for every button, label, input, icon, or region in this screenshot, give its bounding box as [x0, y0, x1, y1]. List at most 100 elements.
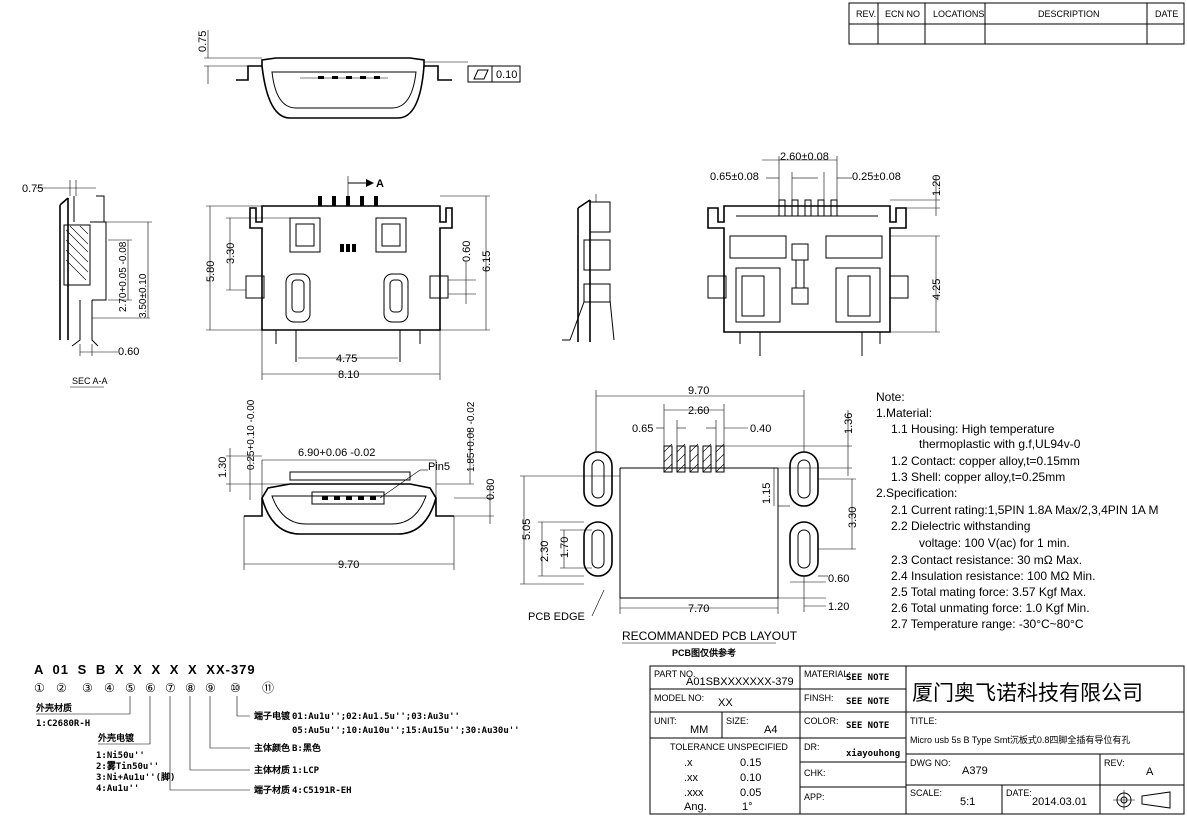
sec-dim-bottom: 0.60 [118, 346, 139, 358]
dim-1-30: 1.30 [217, 457, 229, 478]
legend-terminal-plating-title: 端子电镀 [254, 710, 291, 721]
dim-1-85: 1.85+0.08 -0.02 [466, 401, 477, 472]
pcb-dim-5-05: 5.05 [521, 519, 533, 540]
legend-terminal-plating: 01:Au1u'';02:Au1.5u'';03:Au3u''05:Au5u''… [292, 712, 520, 736]
scale-value: 5:1 [960, 796, 975, 808]
dim-0-80: 0.80 [485, 479, 497, 500]
note-line: 2.6 Total unmating force: 1.0 Kgf Min. [891, 601, 1090, 615]
dim-pitch: 0.65±0.08 [710, 171, 759, 183]
note-line: 1.Material: [876, 406, 932, 420]
legend-body-color: B:黑色 [292, 742, 321, 754]
note-line: 2.3 Contact resistance: 30 mΩ Max. [891, 553, 1082, 567]
size-label: SIZE: [726, 716, 749, 726]
ecn-header: ECN NO [885, 9, 920, 19]
position-marker: ⑧ [185, 681, 196, 695]
pcb-dim-7-70: 7.70 [688, 603, 709, 615]
finish-value: SEE NOTE [846, 697, 889, 707]
note-line: 2.1 Current rating:1,5PIN 1.8A Max/2,3,4… [891, 503, 1158, 517]
legend-body-material-title: 主体材质 [254, 764, 290, 775]
part-no-value: A01SBXXXXXXX-379 [686, 676, 794, 688]
model-no-label: MODEL NO: [654, 693, 704, 703]
right-view: 2.60±0.08 0.65±0.08 0.25±0.08 1.20 4.25 [707, 151, 943, 356]
notes-heading: Note: [876, 390, 905, 404]
tolerance-label: TOLERANCE UNSPECIFIED [670, 742, 788, 752]
pcb-dim-2-60: 2.60 [688, 405, 709, 417]
tol-key: .xx [684, 772, 699, 784]
legend-shell-material: 1:C2680R-H [36, 719, 90, 729]
date-value: 2014.03.01 [1032, 796, 1087, 808]
dim-0-60: 0.60 [461, 241, 473, 262]
pcb-shell-slots [583, 451, 819, 577]
flatness-callout: 0.10 [424, 61, 521, 83]
rev-header: REV. [856, 9, 876, 19]
chk-label: CHK: [804, 768, 826, 778]
note-line: 2.7 Temperature range: -30°C~80°C [891, 617, 1084, 631]
dwg-no-value: A379 [962, 765, 988, 777]
pcb-layout-subtitle: PCB图仅供参考 [672, 647, 736, 658]
dim-4-75: 4.75 [336, 353, 357, 365]
app-label: APP: [804, 792, 825, 802]
section-marker: A [376, 178, 384, 190]
notes: Note: 1.Material: 1.1 Housing: High temp… [876, 390, 1158, 631]
legend-shell-material-title: 外壳材质 [35, 702, 72, 713]
pcb-layout-title: RECOMMANDED PCB LAYOUT [622, 629, 798, 643]
sec-dim-h2: 3.50±0.10 [138, 273, 149, 318]
projection-symbol-icon [1113, 790, 1171, 810]
mating-pins [322, 496, 376, 500]
position-marker: ③ [82, 681, 93, 695]
material-label: MATERIAL: [804, 669, 851, 679]
note-line: thermoplastic with g.f,UL94v-0 [919, 437, 1081, 451]
pcb-dim-9-70: 9.70 [688, 385, 709, 397]
position-marker: ① [34, 681, 45, 695]
flatness-value: 0.10 [496, 69, 517, 81]
part-code-positions: ① ② ③ ④ ⑤ ⑥ ⑦ ⑧ ⑨ ⑩ ⑪ [34, 681, 274, 695]
drawing-title: Micro usb 5s B Type Smt沉板式0.8四脚全插有导位有孔 [910, 734, 1130, 745]
dim-5-80: 5.80 [205, 261, 217, 282]
note-line: 2.Specification: [876, 486, 957, 500]
rev-label: REV: [1104, 758, 1125, 768]
company-name: 厦门奥飞诺科技有限公司 [912, 682, 1143, 705]
note-line: 2.2 Dielectric withstanding [891, 519, 1030, 533]
dr-label: DR: [804, 742, 820, 752]
dim-3-30: 3.30 [225, 243, 237, 264]
pcb-dim-0-40: 0.40 [750, 423, 771, 435]
note-line: 1.1 Housing: High temperature [891, 422, 1055, 436]
position-marker: ② [56, 681, 67, 695]
dim-4-25: 4.25 [931, 279, 943, 300]
color-label: COLOR: [804, 716, 839, 726]
unit-label: UNIT: [654, 716, 677, 726]
legend-body-material: 1:LCP [292, 766, 320, 776]
tol-key: .xxx [684, 787, 704, 799]
dim-opening: 6.90+0.06 -0.02 [298, 447, 375, 459]
model-no-value: XX [718, 697, 733, 709]
position-marker: ⑦ [165, 681, 176, 695]
pcb-dim-1-70: 1.70 [559, 537, 571, 558]
tol-key: Ang. [684, 801, 707, 813]
unit-value: MM [690, 724, 708, 736]
description-header: DESCRIPTION [1038, 9, 1100, 19]
note-line: 1.3 Shell: copper alloy,t=0.25mm [891, 470, 1065, 484]
dim-1-20: 1.20 [931, 175, 943, 196]
pin5-label: Pin5 [428, 461, 450, 473]
legend-shell-plating-title: 外壳电镀 [97, 732, 135, 743]
side-view [562, 194, 615, 342]
pcb-signal-pads [663, 443, 725, 473]
note-line: 2.4 Insulation resistance: 100 MΩ Min. [891, 569, 1095, 583]
position-marker: ④ [104, 681, 115, 695]
legend-terminal-material-title: 端子材质 [254, 784, 290, 795]
tol-key: .x [684, 757, 693, 769]
date-label: DATE: [1006, 788, 1032, 798]
sec-dim-top: 0.75 [22, 183, 43, 195]
title-block: PART NO. A01SBXXXXXXX-379 MATERIAL: SEE … [649, 665, 1185, 815]
position-marker: ⑨ [205, 681, 216, 695]
tol-value: 0.10 [740, 772, 761, 784]
tol-value: 1° [742, 801, 753, 813]
front-view: A 5.80 3.30 0.60 6.15 4.75 8.10 [205, 176, 493, 381]
tol-value: 0.15 [740, 757, 761, 769]
mating-view: 1.30 0.25+0.10 -0.00 6.90+0.06 -0.02 Pin… [217, 399, 497, 571]
color-value: SEE NOTE [846, 721, 889, 731]
dim-8-10: 8.10 [338, 369, 359, 381]
title-label: TITLE: [910, 716, 937, 726]
section-view: 0.75 2.70+0.05 -0.08 3.50±0.10 0.60 SEC … [22, 180, 152, 388]
